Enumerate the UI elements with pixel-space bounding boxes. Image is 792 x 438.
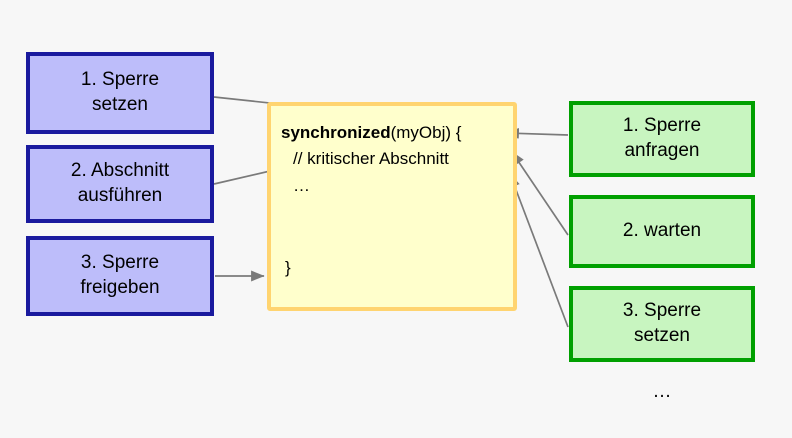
right-step-1-line-1: 1. Sperre [622,115,702,137]
code-line-1: synchronized(myObj) { [281,120,503,146]
right-step-3-box[interactable]: 3. Sperre setzen [569,286,755,362]
left-step-3-box[interactable]: 3. Sperre freigeben [26,236,214,316]
right-step-2-line-1: 2. warten [622,220,702,242]
right-step-1-box[interactable]: 1. Sperre anfragen [569,101,755,177]
left-step-3-line-2: freigeben [80,277,160,298]
code-line-close: } [285,257,291,277]
right-step-1-line-2: anfragen [624,140,700,161]
right-step-3-line-2: setzen [634,325,690,346]
code-line-2: // kritischer Abschnitt [293,149,449,169]
arrow-right-step-3 [509,173,569,328]
left-step-1-line-1: 1. Sperre [80,69,160,91]
left-step-3-line-1: 3. Sperre [80,252,160,274]
left-step-1-line-2: setzen [92,94,148,115]
left-step-2-box[interactable]: 2. Abschnitt ausführen [26,145,214,223]
left-step-1-box[interactable]: 1. Sperre setzen [26,52,214,134]
code-line-3: … [293,175,310,195]
left-step-2-line-1: 2. Abschnitt [70,160,170,182]
code-keyword-synchronized: synchronized [281,123,391,142]
right-column-continuation-ellipsis: … [652,381,672,402]
right-step-3-line-1: 3. Sperre [622,300,702,322]
arrow-right-step-2 [511,151,569,236]
left-step-2-line-2: ausführen [77,185,163,206]
code-line-1-rest: (myObj) { [390,123,462,142]
synchronized-code-block: synchronized(myObj) { // kritischer Absc… [267,102,517,311]
right-step-2-box[interactable]: 2. warten [569,195,755,268]
